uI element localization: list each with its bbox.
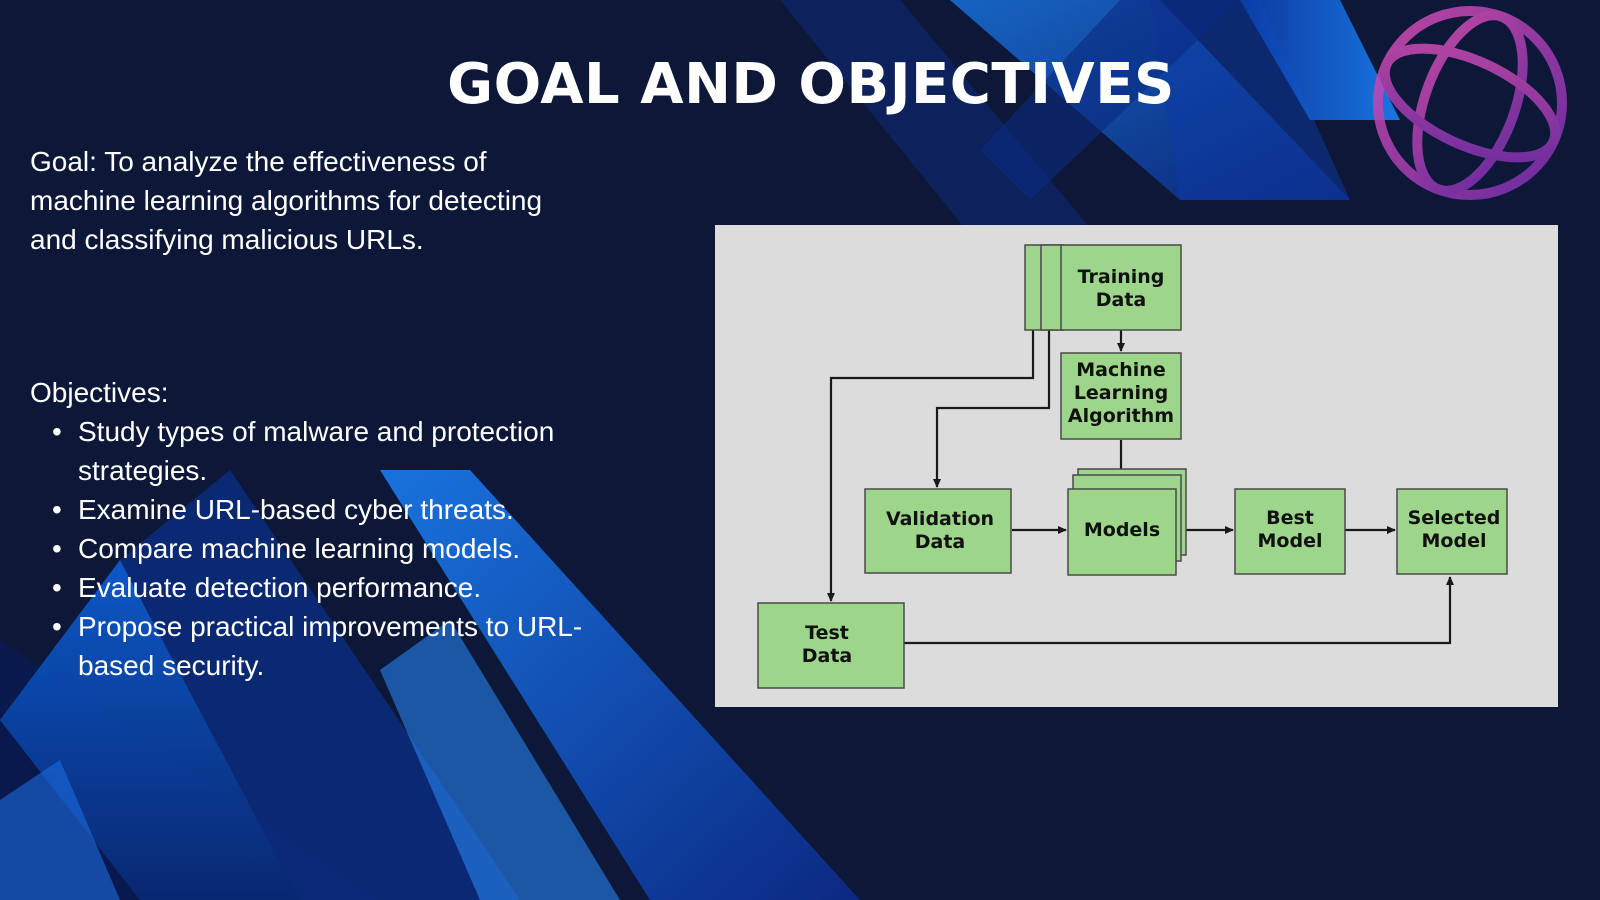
node-ml-algorithm-line2: Learning — [1074, 382, 1168, 404]
node-models: Models — [1067, 468, 1187, 576]
objective-item: • Evaluate detection performance. — [30, 568, 590, 607]
node-training-data-line2: Data — [1096, 289, 1147, 311]
node-training-data: Training Data — [1024, 244, 1182, 331]
objective-text: Evaluate detection performance. — [78, 572, 482, 603]
bullet-icon: • — [52, 416, 62, 447]
goal-text: Goal: To analyze the effectiveness of ma… — [30, 146, 543, 255]
node-best-model-line1: Best — [1266, 507, 1314, 529]
node-validation-data: Validation Data — [864, 488, 1012, 574]
bullet-icon: • — [52, 572, 62, 603]
objectives-list: • Study types of malware and protection s… — [30, 412, 590, 685]
objective-item: • Study types of malware and protection s… — [30, 412, 590, 490]
globe-icon — [1373, 6, 1567, 200]
node-best-model-line2: Model — [1258, 530, 1323, 552]
connector-training-validation — [933, 330, 1051, 488]
node-training-data-line1: Training — [1078, 266, 1165, 288]
node-models-label: Models — [1084, 519, 1160, 541]
node-selected-model: Selected Model — [1396, 488, 1508, 575]
connector-test-selected — [904, 576, 1454, 645]
bullet-icon: • — [52, 533, 62, 564]
node-test-data-line1: Test — [805, 622, 849, 644]
objective-item: • Compare machine learning models. — [30, 529, 590, 568]
node-selected-model-line1: Selected — [1408, 507, 1501, 529]
bullet-icon: • — [52, 494, 62, 525]
objective-text: Propose practical improvements to URL-ba… — [78, 611, 583, 681]
objective-text: Compare machine learning models. — [78, 533, 520, 564]
ml-workflow-diagram: Training Data Machine Learning Algorithm… — [715, 225, 1558, 707]
node-best-model: Best Model — [1234, 488, 1346, 575]
slide-title: GOAL AND OBJECTIVES — [447, 52, 1175, 117]
objectives-heading: Objectives: — [30, 377, 169, 408]
node-ml-algorithm-line1: Machine — [1076, 359, 1165, 381]
node-validation-data-line1: Validation — [886, 508, 994, 530]
bullet-icon: • — [52, 611, 62, 642]
objective-text: Examine URL-based cyber threats. — [78, 494, 514, 525]
node-selected-model-line2: Model — [1422, 530, 1487, 552]
objective-text: Study types of malware and protection st… — [78, 416, 555, 486]
connector-training-test — [827, 330, 1035, 602]
diagram-canvas: Training Data Machine Learning Algorithm… — [757, 244, 1508, 689]
node-ml-algorithm: Machine Learning Algorithm — [1060, 352, 1182, 440]
node-validation-data-line2: Data — [915, 531, 966, 553]
node-test-data-line2: Data — [802, 645, 853, 667]
node-test-data: Test Data — [757, 602, 905, 689]
node-ml-algorithm-line3: Algorithm — [1068, 405, 1174, 427]
objective-item: • Examine URL-based cyber threats. — [30, 490, 590, 529]
objective-item: • Propose practical improvements to URL-b… — [30, 607, 590, 685]
